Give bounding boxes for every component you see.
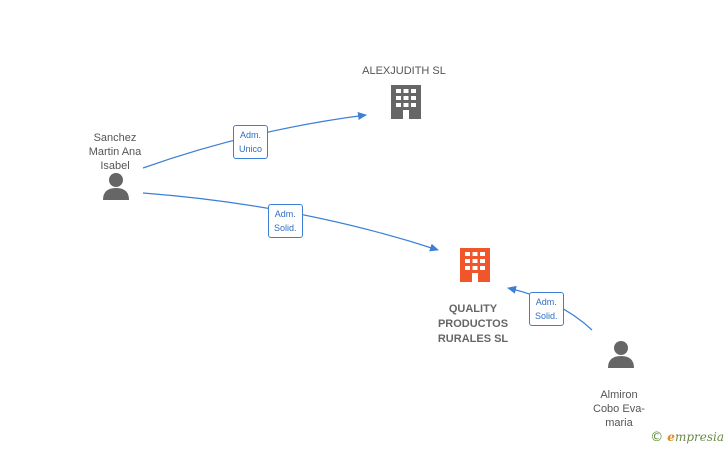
building-icon[interactable] (391, 85, 421, 119)
role-badge-line: Unico (239, 144, 263, 154)
person-label-almiron[interactable]: Almiron Cobo Eva- maria (574, 374, 664, 430)
person-name: Sanchez Martin Ana Isabel (88, 132, 142, 172)
building-icon[interactable] (460, 248, 490, 282)
company-label-quality[interactable]: QUALITY PRODUCTOS RURALES SL (414, 287, 532, 347)
person-name: Almiron Cobo Eva- maria (593, 389, 645, 429)
person-label-sanchez[interactable]: Sanchez Martin Ana Isabel (70, 117, 160, 173)
role-badge-line: Adm. (274, 209, 296, 219)
company-name: QUALITY PRODUCTOS RURALES SL (437, 303, 509, 345)
company-label-alexjudith[interactable]: ALEXJUDITH SL (344, 64, 464, 78)
role-badge-line: Solid. (274, 223, 297, 233)
role-badge-line: Solid. (535, 311, 558, 321)
role-badge-adm-solid[interactable]: Adm. Solid. (529, 292, 564, 326)
person-icon[interactable] (103, 173, 129, 200)
role-badge-adm-unico[interactable]: Adm. Unico (233, 125, 269, 159)
role-badge-line: Adm. (240, 130, 262, 140)
role-badge-adm-solid[interactable]: Adm. Solid. (268, 204, 303, 238)
company-name: ALEXJUDITH SL (362, 65, 446, 77)
brand-name: mpresia (674, 430, 724, 444)
brand-initial: e (667, 430, 675, 444)
role-badge-line: Adm. (535, 297, 557, 307)
person-icon[interactable] (608, 341, 634, 368)
copyright-icon: © (650, 430, 664, 445)
brand-logo: ©empresia (650, 430, 724, 445)
